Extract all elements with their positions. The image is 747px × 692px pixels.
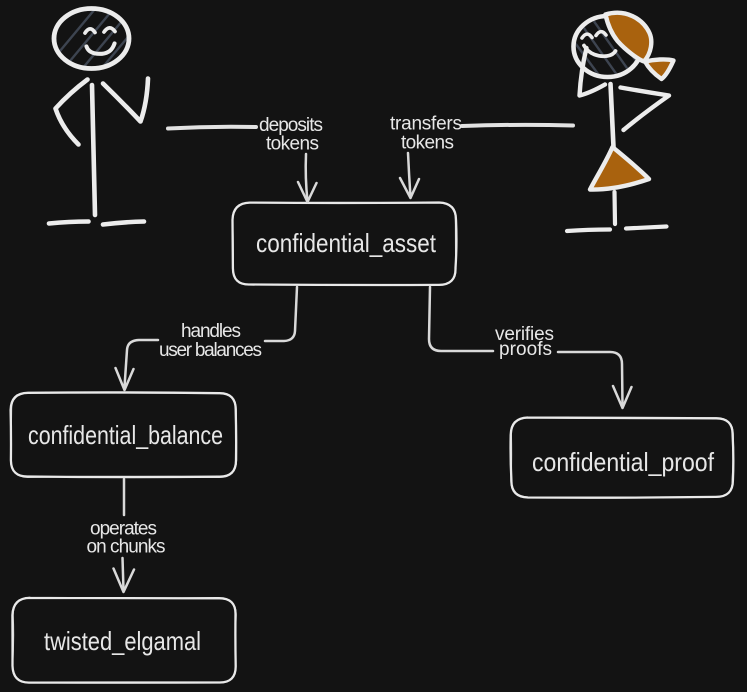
svg-text:confidential_asset: confidential_asset	[256, 228, 437, 258]
svg-text:handles: handles	[181, 321, 241, 342]
svg-text:confidential_proof: confidential_proof	[532, 447, 715, 477]
svg-text:verifies: verifies	[495, 324, 554, 345]
svg-text:user balances: user balances	[159, 340, 262, 361]
svg-text:tokens: tokens	[401, 133, 454, 154]
svg-text:confidential_balance: confidential_balance	[28, 420, 223, 450]
svg-text:operates: operates	[90, 519, 157, 540]
svg-text:deposits: deposits	[259, 115, 323, 136]
svg-text:tokens: tokens	[266, 134, 319, 155]
svg-text:proofs: proofs	[499, 339, 552, 360]
svg-text:transfers: transfers	[390, 114, 462, 135]
svg-text:on chunks: on chunks	[87, 537, 166, 558]
svg-text:twisted_elgamal: twisted_elgamal	[44, 626, 201, 656]
